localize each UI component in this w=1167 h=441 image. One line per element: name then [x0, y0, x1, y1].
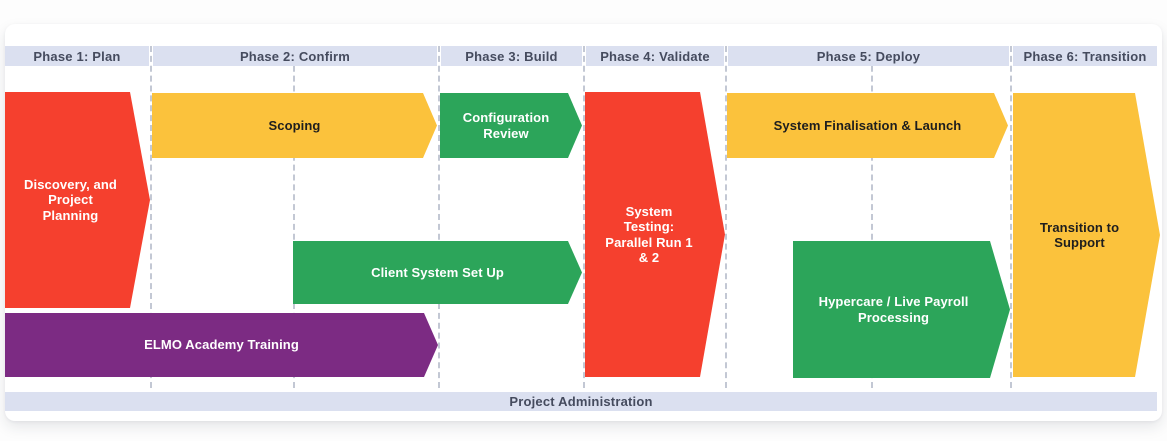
bar-elmo-academy-training: ELMO Academy Training — [5, 313, 438, 377]
column-divider-2 — [293, 46, 295, 388]
phase-label: Phase 1: Plan — [33, 48, 121, 64]
bar-label: Discovery, and Project Planning — [24, 177, 117, 223]
bar-client-system-setup: Client System Set Up — [293, 241, 582, 304]
column-divider-5 — [725, 46, 727, 388]
phase-header-validate: Phase 4: Validate — [586, 46, 724, 66]
bar-transition-to-support: Transition to Support — [1013, 93, 1160, 377]
bar-system-finalisation-launch: System Finalisation & Launch — [727, 93, 1008, 158]
phase-label: Phase 4: Validate — [600, 48, 710, 64]
bar-label: Transition to Support — [1039, 219, 1120, 250]
column-divider-4 — [583, 46, 585, 388]
bar-discovery-project-planning: Discovery, and Project Planning — [5, 92, 150, 308]
phase-label: Phase 2: Confirm — [239, 48, 351, 64]
phase-header-build: Phase 3: Build — [441, 46, 582, 66]
bar-label: System Finalisation & Launch — [773, 117, 962, 133]
column-divider-6 — [871, 46, 873, 388]
project-administration-label: Project Administration — [509, 394, 653, 409]
phase-label: Phase 3: Build — [465, 48, 558, 64]
column-divider-1 — [150, 46, 152, 388]
bar-label: Client System Set Up — [371, 264, 504, 280]
bar-label: Scoping — [268, 117, 321, 133]
column-divider-7 — [1010, 46, 1012, 388]
phase-header-transition: Phase 6: Transition — [1013, 46, 1157, 66]
column-divider-3 — [438, 46, 440, 388]
project-administration-bar: Project Administration — [5, 392, 1157, 411]
phase-header-plan: Phase 1: Plan — [5, 46, 149, 66]
phase-header-confirm: Phase 2: Confirm — [153, 46, 437, 66]
bar-system-testing: System Testing: Parallel Run 1 & 2 — [585, 92, 725, 377]
phase-header-deploy: Phase 5: Deploy — [728, 46, 1009, 66]
bar-label: System Testing: Parallel Run 1 & 2 — [605, 203, 693, 265]
bar-label: ELMO Academy Training — [144, 337, 299, 353]
bar-hypercare-live-payroll: Hypercare / Live Payroll Processing — [793, 241, 1010, 378]
phase-label: Phase 6: Transition — [1023, 48, 1147, 64]
bar-label: Hypercare / Live Payroll Processing — [818, 294, 969, 325]
bar-label: Configuration Review — [462, 110, 550, 141]
bar-configuration-review: Configuration Review — [440, 93, 582, 158]
bar-scoping: Scoping — [152, 93, 437, 158]
phase-label: Phase 5: Deploy — [816, 48, 921, 64]
